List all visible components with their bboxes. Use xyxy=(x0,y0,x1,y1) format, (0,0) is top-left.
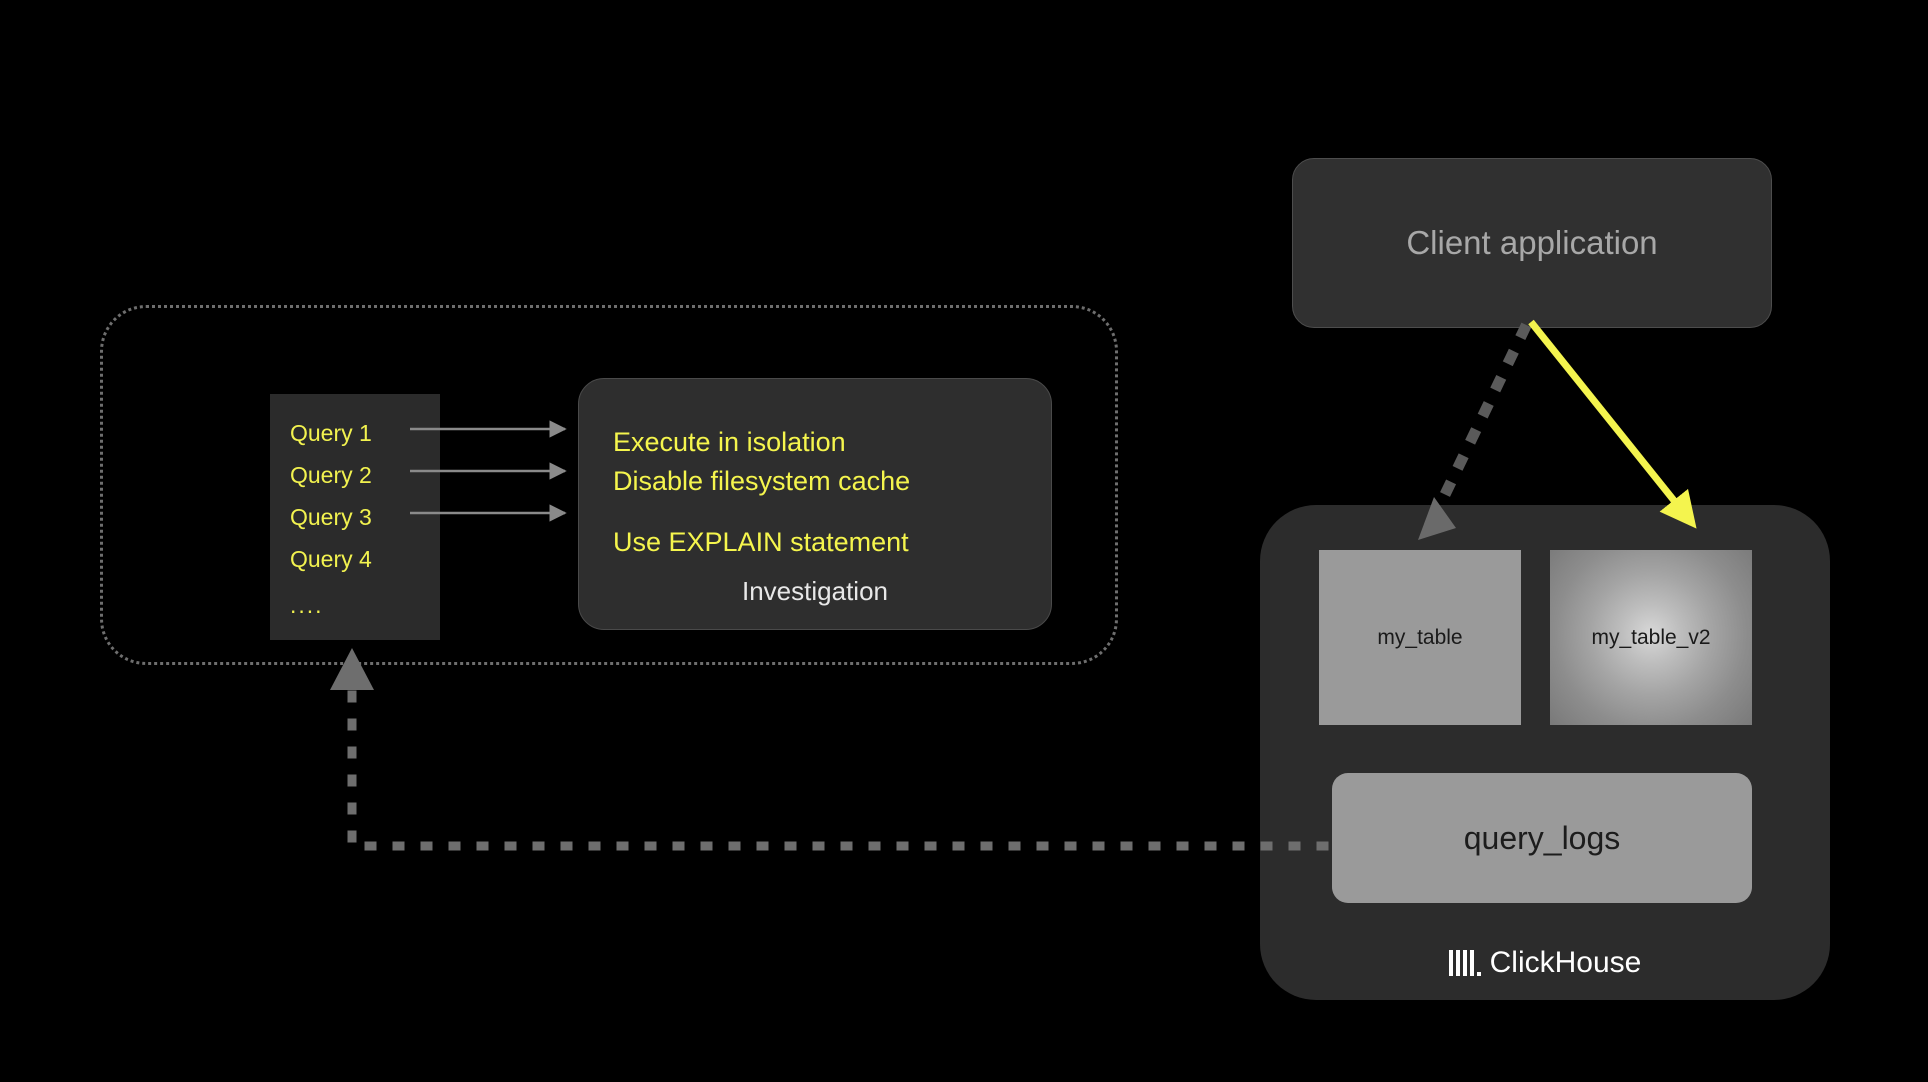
client-application-label: Client application xyxy=(1406,224,1658,261)
list-item: Query 1 xyxy=(290,420,372,446)
investigation-step: Use EXPLAIN statement xyxy=(613,527,909,557)
table-box-query-logs: query_logs xyxy=(1332,773,1752,903)
investigation-group-container xyxy=(100,305,1118,665)
table-label: my_table xyxy=(1377,625,1463,649)
investigation-step: Disable filesystem cache xyxy=(613,466,911,496)
clickhouse-wordmark: ClickHouse xyxy=(1489,946,1642,979)
client-application-box: Client application xyxy=(1292,158,1772,328)
list-item: Query 4 xyxy=(290,546,372,572)
investigation-card-caption: Investigation xyxy=(742,576,888,606)
investigation-step: Execute in isolation xyxy=(613,427,846,457)
table-label: my_table_v2 xyxy=(1591,625,1711,649)
investigation-steps: Execute in isolation Disable filesystem … xyxy=(613,423,1031,562)
table-label: query_logs xyxy=(1463,819,1621,856)
investigation-card: Execute in isolation Disable filesystem … xyxy=(578,378,1052,630)
clickhouse-panel: my_table my_table_v2 query_logs ClickHou… xyxy=(1260,505,1830,1000)
connector-client-to-my-table-v2 xyxy=(1528,319,1697,529)
clickhouse-bars-icon xyxy=(1448,950,1481,976)
clickhouse-logo: ClickHouse xyxy=(1260,946,1830,980)
query-list-box: Query 1 Query 2 Query 3 Query 4 .... xyxy=(270,394,440,640)
list-item: Query 3 xyxy=(290,504,372,530)
list-item-ellipsis: .... xyxy=(290,592,324,618)
list-item: Query 2 xyxy=(290,462,372,488)
table-box-my-table: my_table xyxy=(1319,550,1521,725)
table-box-my-table-v2: my_table_v2 xyxy=(1550,550,1752,725)
connector-query-logs-to-query-list xyxy=(330,648,1329,851)
